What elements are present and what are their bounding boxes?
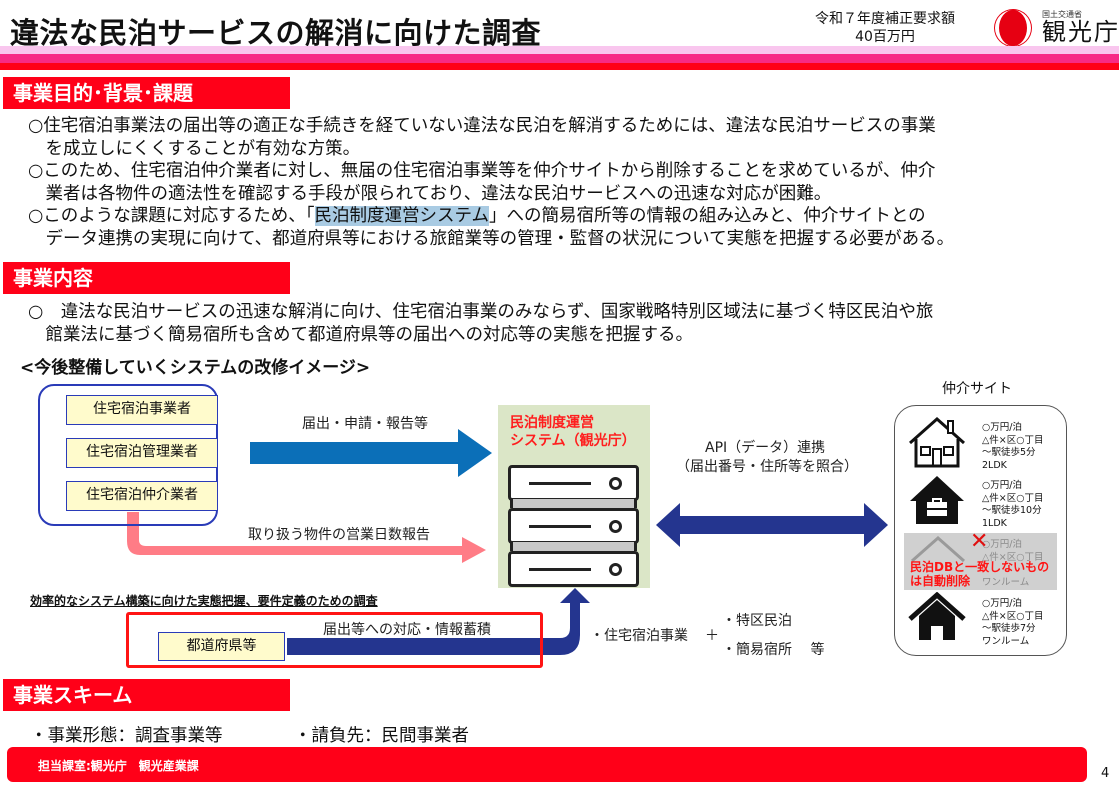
listing-details[interactable]: ○万円/泊 △件×区○丁目 ～駅徒歩5分 2LDK — [982, 422, 1044, 472]
listing-details[interactable]: ○万円/泊 △件×区○丁目 ～駅徒歩10分 1LDK — [982, 480, 1044, 530]
prefecture-arrow-icon — [287, 588, 590, 655]
api-label: API（データ）連携 — [705, 440, 826, 456]
report-arrow-label: 取り扱う物件の営業日数報告 — [248, 527, 430, 543]
agency-logo: 国土交通省 観光庁 — [993, 6, 1119, 47]
system-title: 民泊制度運営 システム（観光庁） — [510, 414, 636, 450]
system-title-line: 民泊制度運営 — [510, 415, 594, 431]
scheme-form: ・事業形態：調査事業等 — [30, 726, 223, 746]
removed-listing-details: ○万円/泊 △件×区○丁目 ワンルーム — [982, 539, 1044, 589]
prefecture-arrow-label: 届出等への対応・情報蓄積 — [323, 622, 491, 638]
house-outline-icon — [909, 416, 965, 468]
page-number: 4 — [1101, 766, 1110, 781]
intermediary-site-title: 仲介サイト — [942, 381, 1012, 397]
section-heading-content: 事業内容 — [3, 262, 290, 294]
listing-address: △件×区○丁目 — [982, 434, 1044, 446]
scope-plus: ＋ — [705, 628, 719, 644]
purpose-text: ○住宅宿泊事業法の届出等の適正な手続きを経ていない違法な民泊を解消するためには、… — [28, 115, 1108, 250]
scope-main: ・住宅宿泊事業 — [590, 628, 688, 644]
scope-simple-lodging: ・簡易宿所 等 — [722, 642, 825, 658]
house-solid-icon — [908, 592, 966, 640]
listing-address: △件×区○丁目 — [982, 551, 1044, 563]
listing-layout: ワンルーム — [982, 635, 1030, 647]
listing-address: △件×区○丁目 — [982, 492, 1044, 504]
text-line: 館業法に基づく簡易宿所も含めて都道府県等の届出への対応等の実態を把握する。 — [28, 324, 693, 345]
filing-arrow-icon — [250, 429, 492, 477]
listing-price: ○万円/泊 — [982, 422, 1022, 433]
listing-layout: 1LDK — [982, 517, 1007, 529]
content-text: ○ 違法な民泊サービスの迅速な解消に向け、住宅宿泊事業のみならず、国家戦略特別区… — [28, 301, 1108, 346]
text-line: ○このような課題に対応するため、「民泊制度運営システム」への簡易宿所等の情報の組… — [28, 205, 1108, 228]
listing-layout: ワンルーム — [982, 576, 1030, 588]
text-segment: 」への簡易宿所等の情報の組み込みと、仲介サイトとの — [489, 206, 926, 226]
actor-housing-lodging-operator: 住宅宿泊事業者 — [66, 395, 218, 425]
footer-bar — [7, 747, 1087, 782]
listing-access: ～駅徒歩7分 — [982, 623, 1036, 634]
prefecture-box: 都道府県等 — [158, 632, 285, 661]
listing-access: ～駅徒歩10分 — [982, 505, 1042, 516]
listing-price: ○万円/泊 — [982, 480, 1022, 491]
header-band-red — [0, 63, 1119, 70]
listing-address: △件×区○丁目 — [982, 610, 1044, 622]
survey-scope-frame — [126, 612, 543, 668]
house-briefcase-icon — [910, 476, 964, 524]
budget-label: 令和７年度補正要求額 — [815, 11, 955, 27]
header-band-pink — [0, 46, 1119, 54]
actor-housing-lodging-intermediary: 住宅宿泊仲介業者 — [66, 481, 218, 511]
listing-details[interactable]: ○万円/泊 △件×区○丁目 ～駅徒歩7分 ワンルーム — [982, 598, 1044, 648]
api-sync-arrow-icon — [656, 503, 888, 547]
listing-price: ○万円/泊 — [982, 539, 1022, 550]
diagram-title: <今後整備していくシステムの改修イメージ> — [20, 358, 371, 378]
survey-title: 効率的なシステム構築に向けた実態把握、要件定義のための調査 — [30, 594, 378, 608]
header-band-magenta — [0, 54, 1119, 63]
note-line: は自動削除 — [910, 574, 971, 588]
budget-value: 40百万円 — [855, 29, 915, 45]
text-line: 業者は各物件の適法性を確認する手段が限られており、違法な民泊サービスへの迅速な対… — [28, 183, 832, 204]
section-heading-purpose: 事業目的･背景･課題 — [3, 77, 290, 109]
text-line: ○ 違法な民泊サービスの迅速な解消に向け、住宅宿泊事業のみならず、国家戦略特別区… — [28, 302, 934, 322]
scope-special-zone: ・特区民泊 — [722, 613, 792, 629]
filing-arrow-label: 届出・申請・報告等 — [302, 416, 428, 432]
system-title-line: システム（観光庁） — [510, 433, 636, 449]
highlighted-system-name[interactable]: 民泊制度運営システム — [314, 206, 490, 226]
house-removed-icon — [911, 535, 965, 563]
listing-access: ～駅徒歩5分 — [982, 447, 1036, 458]
text-line: を成立しにくくすることが有効な方策。 — [28, 138, 361, 159]
auto-delete-note: 民泊DBと一致しないもの は自動削除 — [910, 560, 1049, 588]
api-label-detail: （届出番号・住所等を照合） — [676, 459, 858, 475]
removed-listing-panel — [904, 533, 1057, 590]
delete-x-icon: ✕ — [970, 529, 989, 554]
budget-amount: 令和７年度補正要求額 40百万円 — [806, 10, 964, 46]
note-line: 民泊DBと一致しないもの — [910, 560, 1050, 574]
text-line: データ連携の実現に向けて、都道府県等における旅館業等の管理・監督の状況について実… — [28, 228, 955, 249]
listing-layout: 2LDK — [982, 459, 1007, 471]
text-line: ○このため、住宅宿泊仲介業者に対し、無届の住宅宿泊事業等を仲介サイトから削除する… — [28, 161, 936, 181]
section-heading-scheme: 事業スキーム — [3, 679, 290, 711]
text-line: ○住宅宿泊事業法の届出等の適正な手続きを経ていない違法な民泊を解消するためには、… — [28, 116, 936, 136]
page-title: 違法な民泊サービスの解消に向けた調査 — [10, 16, 542, 50]
actor-housing-lodging-manager: 住宅宿泊管理業者 — [66, 438, 218, 468]
logo-agency-name: 観光庁 — [1042, 18, 1119, 46]
japan-tourism-agency-logo-icon — [994, 9, 1032, 47]
logo-ministry: 国土交通省 — [1042, 10, 1082, 19]
scheme-contractor: ・請負先：民間事業者 — [294, 726, 469, 746]
department-label: 担当課室:観光庁 観光産業課 — [38, 759, 199, 773]
report-arrow-icon — [127, 512, 486, 563]
listing-price: ○万円/泊 — [982, 598, 1022, 609]
text-segment: ○このような課題に対応するため、「 — [28, 206, 315, 226]
